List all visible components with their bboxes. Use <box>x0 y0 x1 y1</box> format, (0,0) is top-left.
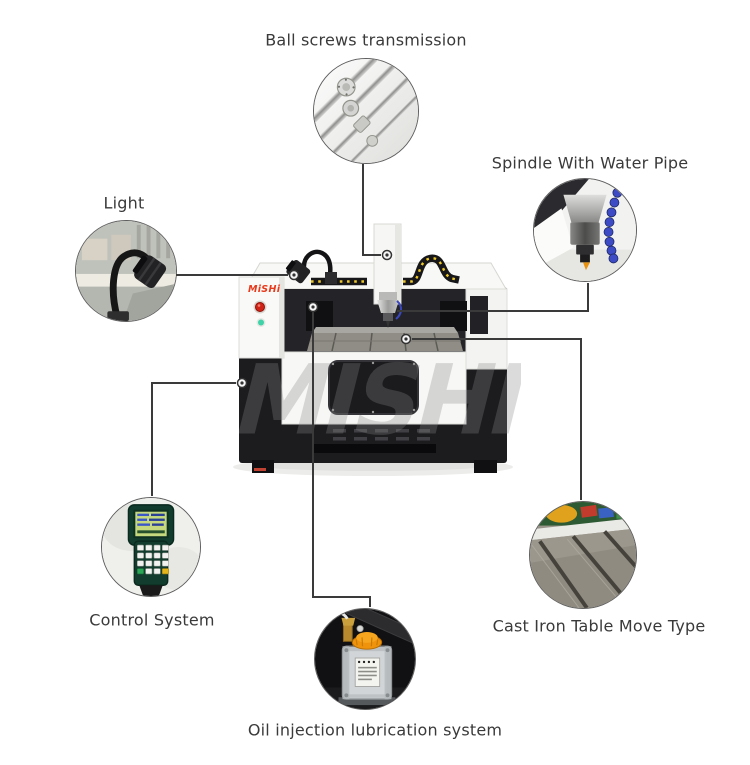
label-ball-screws: Ball screws transmission <box>265 30 467 50</box>
cable-chain-right-links <box>403 257 460 283</box>
label-control: Control System <box>89 610 215 630</box>
left-panel-shade <box>279 277 284 358</box>
screen-text-lines <box>137 513 165 534</box>
emergency-stop-highlight <box>257 304 261 307</box>
ball-screws-icon <box>314 59 418 163</box>
spindle-collet <box>383 313 393 321</box>
table-t-slots <box>538 530 636 608</box>
control-photo-circle <box>101 497 201 597</box>
cast-iron-photo-circle <box>529 501 637 609</box>
brand-watermark: MISHI <box>239 344 521 457</box>
oil-pump-icon <box>315 609 415 709</box>
machine-lamp-arm <box>301 249 333 276</box>
left-bearing-block <box>306 301 333 331</box>
brand-logo: MiSHi <box>248 284 281 295</box>
label-light: Light <box>103 193 145 213</box>
table-rim <box>312 327 458 333</box>
label-oil: Oil injection lubrication system <box>247 720 503 740</box>
controller-keypad <box>136 544 169 575</box>
water-pipe <box>603 187 623 264</box>
indicator-light <box>258 319 264 326</box>
ball-screws-photo-circle <box>313 58 419 164</box>
spindle-mount <box>379 292 397 300</box>
z-column-shade <box>395 224 400 304</box>
label-cast-iron: Cast Iron Table Move Type <box>492 616 706 636</box>
oil-tube <box>325 610 349 620</box>
lamp-head <box>132 255 167 289</box>
handheld-controller-icon <box>102 498 200 596</box>
spindle-icon <box>534 179 636 281</box>
spindle-body <box>377 300 399 313</box>
left-control-panel <box>238 276 285 359</box>
gooseneck-light-icon <box>76 221 176 321</box>
base-step <box>312 444 436 453</box>
cnc-machine-illustration: MiSHi MISHI <box>225 215 525 485</box>
cast-iron-table-icon <box>530 502 636 608</box>
spindle-photo-circle <box>533 178 637 282</box>
left-foot-accent <box>254 468 266 471</box>
light-photo-circle <box>75 220 177 322</box>
oil-photo-circle <box>314 608 416 710</box>
right-bearing-block <box>440 301 467 331</box>
label-spindle: Spindle With Water Pipe <box>491 153 689 173</box>
brass-fitting <box>342 624 353 642</box>
right-side-window <box>470 296 488 334</box>
emergency-stop-button <box>255 302 265 312</box>
spindle-bit <box>386 321 390 328</box>
machine-lamp-mount <box>325 272 337 284</box>
control-line <box>151 382 236 496</box>
